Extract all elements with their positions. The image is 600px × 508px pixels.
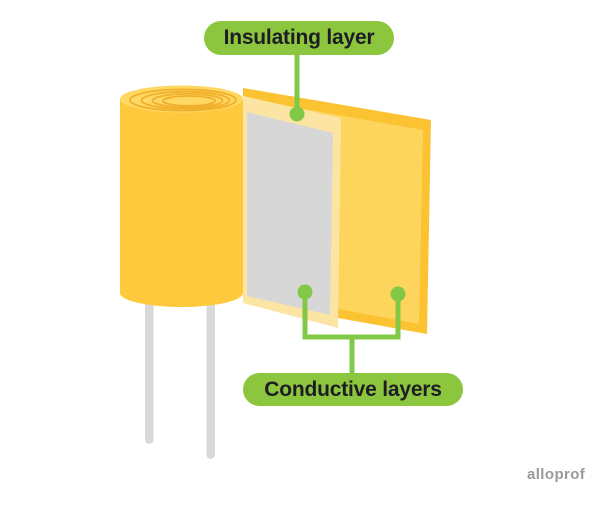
pointer-dot-conductive-right xyxy=(390,286,406,302)
roll-spiral-ring xyxy=(162,95,216,107)
lead-right xyxy=(206,300,215,459)
label-insulating-layer-text: Insulating layer xyxy=(223,26,375,49)
label-insulating-layer: Insulating layer xyxy=(204,21,394,55)
alloprof-watermark: alloprof xyxy=(527,466,586,483)
roll-spiral xyxy=(129,88,237,112)
capacitor-roll-body xyxy=(120,99,243,307)
pointer-dot-conductive-left xyxy=(297,284,313,300)
conductive-foil-sheet xyxy=(247,112,333,315)
lead-left xyxy=(145,298,154,444)
roll-spiral-ring xyxy=(151,93,224,109)
label-conductive-layers: Conductive layers xyxy=(243,373,463,406)
connector-lines xyxy=(294,55,401,374)
label-conductive-layers-text: Conductive layers xyxy=(264,377,442,401)
roll-spiral-ring xyxy=(129,88,237,112)
pointer-dot-insulating xyxy=(289,106,305,122)
roll-spiral-ring xyxy=(140,90,231,110)
